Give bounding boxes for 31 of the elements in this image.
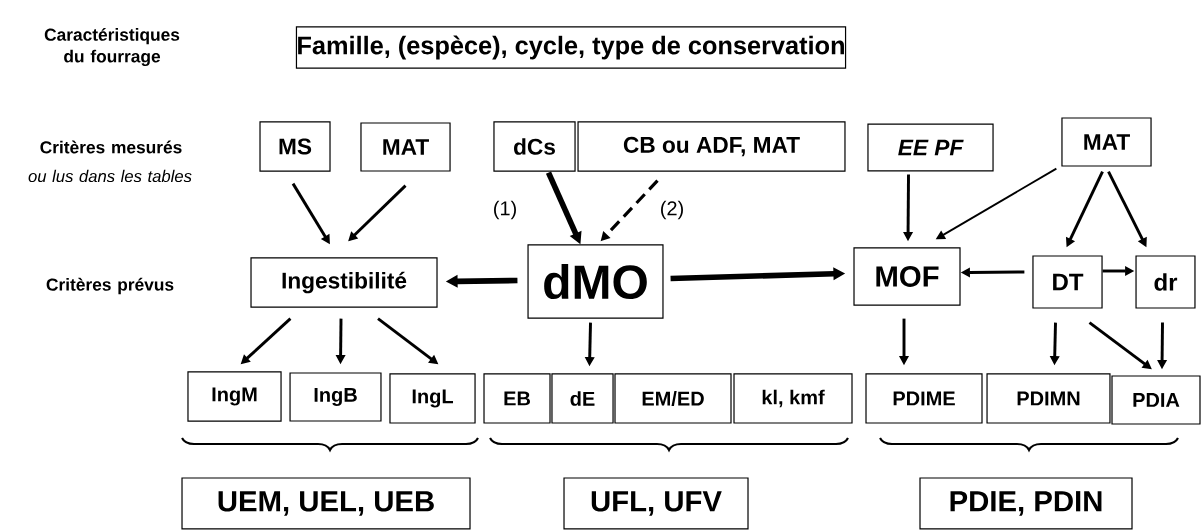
- row-label: Critères prévus: [46, 277, 174, 295]
- text-box: PDIE, PDIN: [919, 477, 1133, 530]
- text-box: Ingestibilité: [250, 257, 438, 308]
- text-box: UFL, UFV: [563, 477, 749, 530]
- text-box: UEM, UEL, UEB: [181, 477, 471, 530]
- text-box: EE PF: [867, 123, 994, 172]
- text-box: MS: [259, 121, 331, 172]
- edge-label: (1): [491, 199, 519, 221]
- text-box: MAT: [1061, 117, 1152, 167]
- text-box: EM/ED: [614, 373, 732, 424]
- text-box: MOF: [853, 247, 961, 306]
- text-box: PDIMN: [986, 373, 1111, 424]
- edge-label: (2): [658, 199, 686, 221]
- text-box: dCs: [493, 121, 576, 172]
- row-label: Critères mesurés: [40, 140, 182, 154]
- text-box: dE: [551, 373, 614, 424]
- text-box: EB: [483, 373, 551, 424]
- text-box: MAT: [360, 122, 451, 172]
- text-box: CB ou ADF, MAT: [577, 121, 846, 172]
- text-box: dMO: [527, 244, 664, 319]
- text-box: IngL: [389, 373, 476, 424]
- text-box: PDIA: [1111, 375, 1201, 425]
- text-box: IngM: [187, 371, 282, 422]
- text-box: Famille, (espèce), cycle, type de conservation: [295, 26, 847, 69]
- text-box: dr: [1135, 255, 1196, 309]
- text-box: DT: [1032, 255, 1103, 309]
- text-box: IngB: [289, 372, 382, 422]
- row-label: Caractéristiques du fourrage: [44, 27, 180, 67]
- text-box: kl, kmf: [733, 373, 853, 424]
- text-box: PDIME: [865, 373, 983, 424]
- row-label: ou lus dans les tables: [28, 169, 192, 183]
